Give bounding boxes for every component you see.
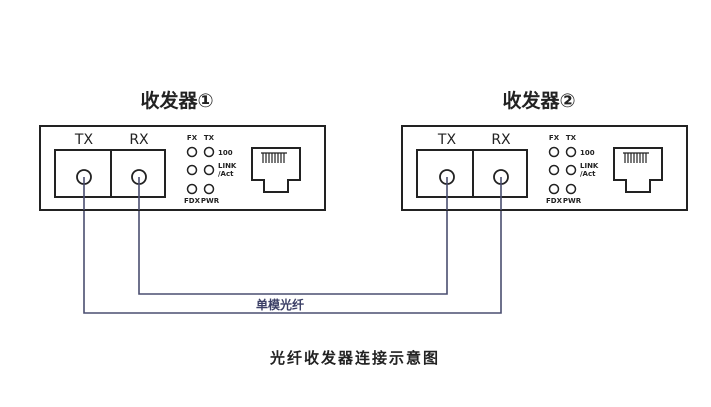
led-icon xyxy=(186,164,198,176)
rj45-port-icon xyxy=(613,147,663,193)
led-label-fdx: FDX xyxy=(184,197,201,205)
led-icon xyxy=(565,183,577,195)
led-icon xyxy=(203,183,215,195)
fiber-tx1-to-rx2 xyxy=(83,184,502,314)
led-indicators xyxy=(186,146,215,195)
led-label-tx: TX xyxy=(204,134,215,142)
led-icon xyxy=(565,164,577,176)
rj45-port-icon xyxy=(251,147,301,193)
led-label-100: 100 xyxy=(580,149,595,157)
led-icon xyxy=(186,183,198,195)
led-label-100: 100 xyxy=(218,149,233,157)
led-label-link: LINK xyxy=(218,162,237,170)
led-label-fx: FX xyxy=(549,134,560,142)
transceiver-2-title: 收发器② xyxy=(502,89,575,112)
tx-label: TX xyxy=(74,132,94,148)
led-label-act: /Act xyxy=(580,170,596,178)
led-label-act: /Act xyxy=(218,170,234,178)
led-icon xyxy=(186,146,198,158)
led-label-link: LINK xyxy=(580,162,599,170)
led-indicators xyxy=(548,146,577,195)
tx-label: TX xyxy=(437,132,457,148)
rx-label: RX xyxy=(129,132,149,148)
fiber-label: 单模光纤 xyxy=(256,297,304,312)
led-label-tx: TX xyxy=(566,134,577,142)
led-icon xyxy=(548,183,560,195)
led-icon xyxy=(203,164,215,176)
led-icon xyxy=(565,146,577,158)
led-icon xyxy=(548,146,560,158)
fiber-rx1-to-tx2 xyxy=(138,184,448,295)
led-icon xyxy=(203,146,215,158)
led-label-pwr: PWR xyxy=(201,197,220,205)
led-icon xyxy=(548,164,560,176)
led-label-fdx: FDX xyxy=(546,197,563,205)
transceiver-1: 收发器① TX RX FX TX 100 LINK /Act FDX PWR xyxy=(39,89,326,211)
transceiver-2: 收发器② TX RX FX TX 100 LINK /Act FDX PWR xyxy=(401,89,688,211)
led-label-fx: FX xyxy=(187,134,198,142)
transceiver-1-title: 收发器① xyxy=(140,89,213,112)
led-label-pwr: PWR xyxy=(563,197,582,205)
rx-label: RX xyxy=(491,132,511,148)
diagram-caption: 光纤收发器连接示意图 xyxy=(269,349,440,367)
